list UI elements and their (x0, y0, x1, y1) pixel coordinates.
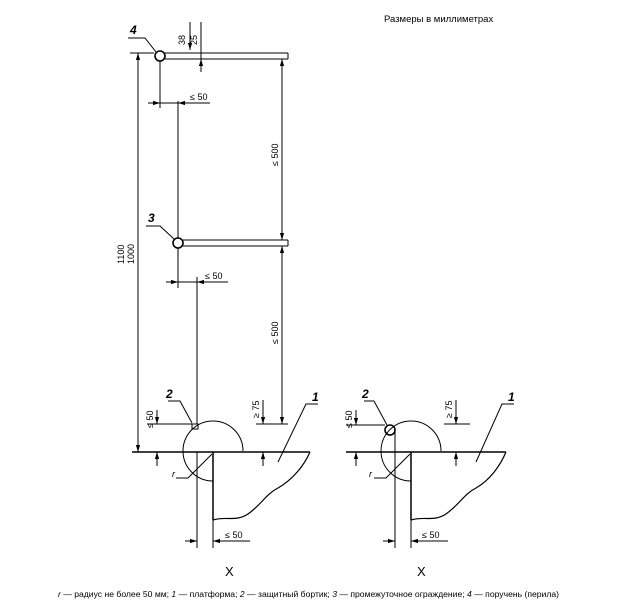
callout-1-leader-right (475, 403, 514, 463)
caption-n3-text: — промежуточное ограждение; (337, 589, 468, 599)
platform-break-left (212, 451, 311, 521)
dim-le500a-label: ≤ 500 (270, 144, 280, 166)
r-leader-right (374, 453, 411, 479)
callout-4-leader (128, 37, 157, 53)
dim-le50-left-bottom-label: ≤ 50 (225, 530, 242, 540)
r-leader-left (176, 453, 213, 479)
dim-ge75-right-label: ≥ 75 (444, 401, 454, 418)
dimension-labels: 38 25 1100 1000 ≤ 50 ≤ 50 ≤ 500 ≤ 500 ≥ … (116, 35, 454, 579)
right-view (346, 400, 514, 548)
dim-le50-right-bottom-label: ≤ 50 (422, 530, 439, 540)
view-x-right: X (417, 564, 426, 579)
callout-2-leader-right (364, 400, 388, 426)
caption-n2: 2 (239, 589, 245, 599)
caption-n1-text: — платформа; (176, 589, 240, 599)
callout-labels: 4 3 2 1 2 1 (129, 23, 515, 404)
dim-le50b-label: ≤ 50 (205, 271, 222, 281)
callout-2-left: 2 (165, 387, 173, 401)
callout-1-left: 1 (312, 390, 319, 404)
dim-ge75-left-label: ≥ 75 (251, 401, 261, 418)
caption-n4: 4 (467, 589, 472, 599)
dim-le500b-label: ≤ 500 (270, 322, 280, 344)
caption-n1: 1 (171, 589, 177, 599)
callout-3-leader (146, 225, 175, 240)
radius-arc-right (380, 420, 442, 452)
dim-le50-left-label: ≤ 50 (145, 411, 155, 428)
radius-arc-left-lower (182, 450, 214, 482)
callout-1-leader-left (277, 403, 318, 463)
figure-caption: r — радиус не более 50 мм; 1 — платформа… (0, 589, 617, 599)
handrail-circle (154, 50, 166, 62)
platform-break-right (410, 451, 507, 521)
radius-arc-right-lower (380, 450, 412, 482)
callout-2-leader-left (168, 400, 193, 424)
caption-n4-text: — поручень (перила) (471, 589, 559, 599)
caption-r-text: — радиус не более 50 мм; (60, 589, 172, 599)
page-title: Размеры в миллиметрах (384, 14, 494, 25)
left-view (128, 22, 318, 548)
callout-1-right: 1 (508, 390, 515, 404)
callout-4: 4 (129, 23, 137, 37)
dim-le50-right-label: ≤ 50 (344, 411, 354, 428)
callout-2-right: 2 (361, 387, 369, 401)
dim-1000-label: 1000 (126, 244, 136, 264)
midrail-circle (172, 237, 184, 249)
callout-3: 3 (148, 211, 155, 225)
dim-25-label: 25 (189, 35, 199, 45)
caption-r: r (57, 589, 61, 599)
radius-arc-left (182, 420, 244, 452)
dim-1100-label: 1100 (116, 245, 126, 264)
dim-38-label: 38 (177, 35, 187, 45)
view-x-left: X (225, 564, 234, 579)
caption-n3: 3 (332, 589, 337, 599)
r-label-right: r (369, 469, 373, 479)
caption-n2-text: — защитный бортик; (244, 589, 333, 599)
dim-le50a-label: ≤ 50 (190, 92, 207, 102)
r-label-left: r (172, 469, 176, 479)
